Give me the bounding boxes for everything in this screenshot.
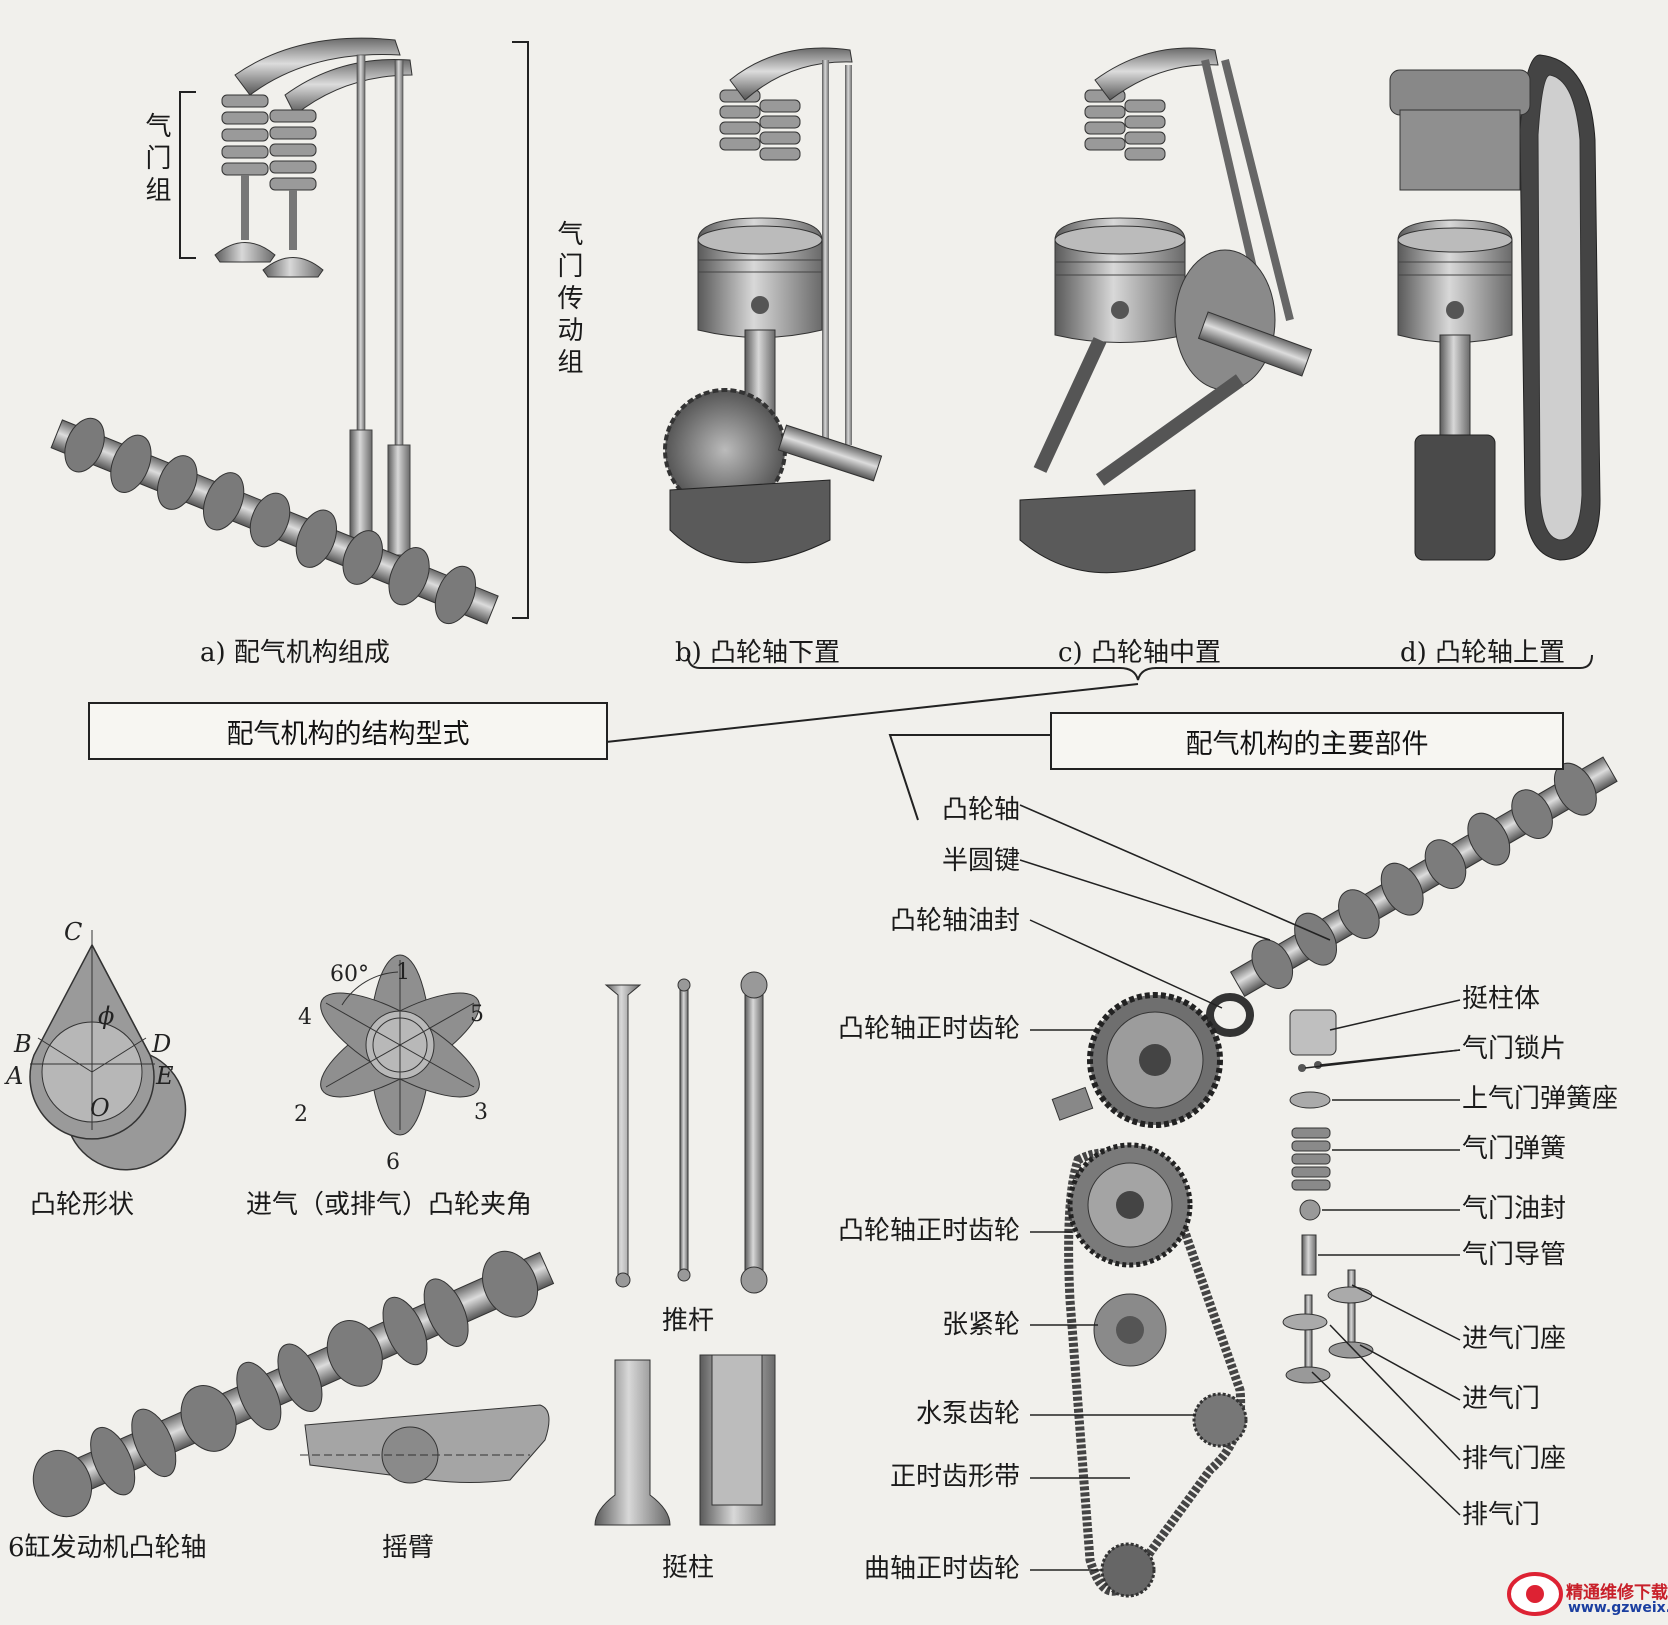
component-camshaft-gear-label-1: 凸轮轴正时齿轮 <box>837 1014 1020 1044</box>
cam-number-3: 3 <box>474 1100 488 1125</box>
cam-angle-degrees: 60° <box>330 962 369 987</box>
cam-angle-caption: 进气（或排气）凸轮夹角 <box>246 1190 533 1220</box>
pushrod-drawings <box>604 971 768 1294</box>
valve-group-label: 气门组 <box>141 112 171 208</box>
component-timing-belt-label: 正时齿形带 <box>889 1462 1020 1492</box>
pushrod-caption: 推杆 <box>662 1306 715 1336</box>
caption-b: b) 凸轮轴下置 <box>675 638 841 668</box>
six-cylinder-camshaft-caption: 6缸发动机凸轮轴 <box>8 1533 207 1563</box>
cam-angle-diagram <box>320 954 480 1136</box>
cam-point-d: D <box>152 1030 172 1058</box>
cam-point-a: A <box>6 1062 24 1090</box>
cam-number-6: 6 <box>386 1150 400 1175</box>
cam-point-e: E <box>156 1062 174 1090</box>
component-upper-spring-seat-label: 上气门弹簧座 <box>1462 1084 1619 1114</box>
component-exhaust-valve-label: 排气门 <box>1462 1500 1541 1530</box>
cam-in-block-drawing <box>663 47 883 564</box>
cam-number-4: 4 <box>298 1005 312 1030</box>
component-exhaust-valve-seat-label: 排气门座 <box>1462 1444 1567 1474</box>
cam-shape-caption: 凸轮形状 <box>30 1190 135 1220</box>
component-valve-keeper-label: 气门锁片 <box>1462 1034 1567 1064</box>
component-intake-valve-label: 进气门 <box>1462 1384 1541 1414</box>
component-tensioner-label: 张紧轮 <box>941 1310 1020 1340</box>
component-camshaft-gear-label-2: 凸轮轴正时齿轮 <box>837 1216 1020 1246</box>
caption-d: d) 凸轮轴上置 <box>1400 638 1566 668</box>
caption-a: a) 配气机构组成 <box>200 638 390 668</box>
component-crankshaft-gear-label: 曲轴正时齿轮 <box>863 1554 1020 1584</box>
cam-point-c: C <box>64 918 83 946</box>
structure-types-box: 配气机构的结构型式 <box>88 702 608 760</box>
cam-number-2: 2 <box>294 1102 308 1127</box>
timing-belt-drawing <box>1064 1142 1248 1598</box>
camshaft-gear-drawing <box>1051 992 1223 1128</box>
component-camshaft-drawing <box>1229 756 1618 997</box>
six-cylinder-camshaft-drawing <box>32 1250 555 1518</box>
cam-number-5: 5 <box>470 1002 484 1027</box>
component-valve-spring-label: 气门弹簧 <box>1462 1134 1567 1164</box>
cam-number-1: 1 <box>396 960 410 985</box>
rocker-arm-drawing <box>300 1404 550 1484</box>
watermark-brand: 精通维修下载 <box>1566 1583 1668 1603</box>
component-water-pump-gear-label: 水泵齿轮 <box>915 1399 1020 1429</box>
watermark-url: www.gzweix.com <box>1568 1600 1668 1616</box>
tappet-caption: 挺柱 <box>662 1553 715 1583</box>
component-camshaft-label: 凸轮轴 <box>941 795 1020 825</box>
valve-drive-group-label: 气门传动组 <box>553 220 583 380</box>
rocker-arm-caption: 摇臂 <box>382 1533 435 1563</box>
tappet-drawings <box>594 1354 776 1526</box>
bracket-lines <box>179 41 1593 821</box>
cam-shape-diagram <box>29 930 187 1171</box>
caption-c: c) 凸轮轴中置 <box>1058 638 1221 668</box>
cam-mid-drawing <box>1019 47 1313 574</box>
leader-lines <box>1019 804 1461 1571</box>
watermark-logo <box>1507 1572 1563 1616</box>
component-intake-valve-seat-label: 进气门座 <box>1462 1324 1567 1354</box>
component-valve-oil-seal-label: 气门油封 <box>1462 1194 1567 1224</box>
component-camshaft-oil-seal-label: 凸轮轴油封 <box>889 906 1020 936</box>
cam-point-o: O <box>90 1094 110 1122</box>
component-woodruff-key-label: 半圆键 <box>941 846 1020 876</box>
main-components-box: 配气机构的主要部件 <box>1050 712 1564 770</box>
overhead-cam-drawing <box>1389 54 1601 561</box>
component-tappet-body-label: 挺柱体 <box>1462 984 1541 1014</box>
cam-point-b: B <box>14 1030 32 1058</box>
component-valve-guide-label: 气门导管 <box>1462 1240 1567 1270</box>
valve-train-assembly-drawing <box>50 37 499 625</box>
cam-angle-phi: ϕ <box>98 1002 115 1030</box>
